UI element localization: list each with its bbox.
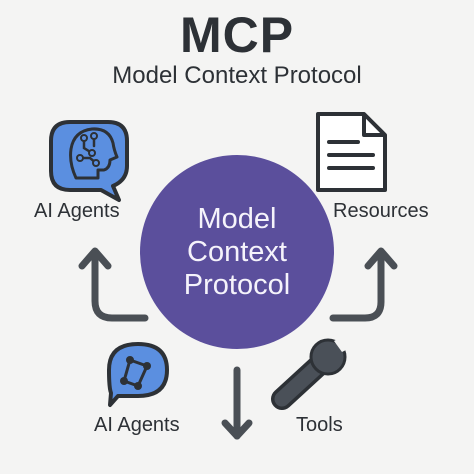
arrow-to-resources <box>329 247 398 322</box>
arrow-to-ai-agents-top <box>78 247 149 322</box>
label-ai-agents-bottom: AI Agents <box>94 414 180 436</box>
label-resources: Resources <box>333 200 429 222</box>
mcp-hub: Model Context Protocol <box>140 155 334 349</box>
hub-line-1: Model <box>197 202 277 235</box>
head-circuit-speech-bubble-icon <box>49 120 129 202</box>
label-tools: Tools <box>296 414 343 436</box>
arrow-down-center <box>221 366 253 440</box>
label-ai-agents-top: AI Agents <box>34 200 120 222</box>
diagram-title: MCP <box>179 7 295 63</box>
diagram-subtitle: Model Context Protocol <box>112 62 362 89</box>
document-icon <box>316 112 387 192</box>
wrench-icon <box>271 333 354 410</box>
hub-line-3: Protocol <box>183 268 291 301</box>
hub-line-2: Context <box>187 235 287 268</box>
network-speech-bubble-icon <box>107 342 169 407</box>
